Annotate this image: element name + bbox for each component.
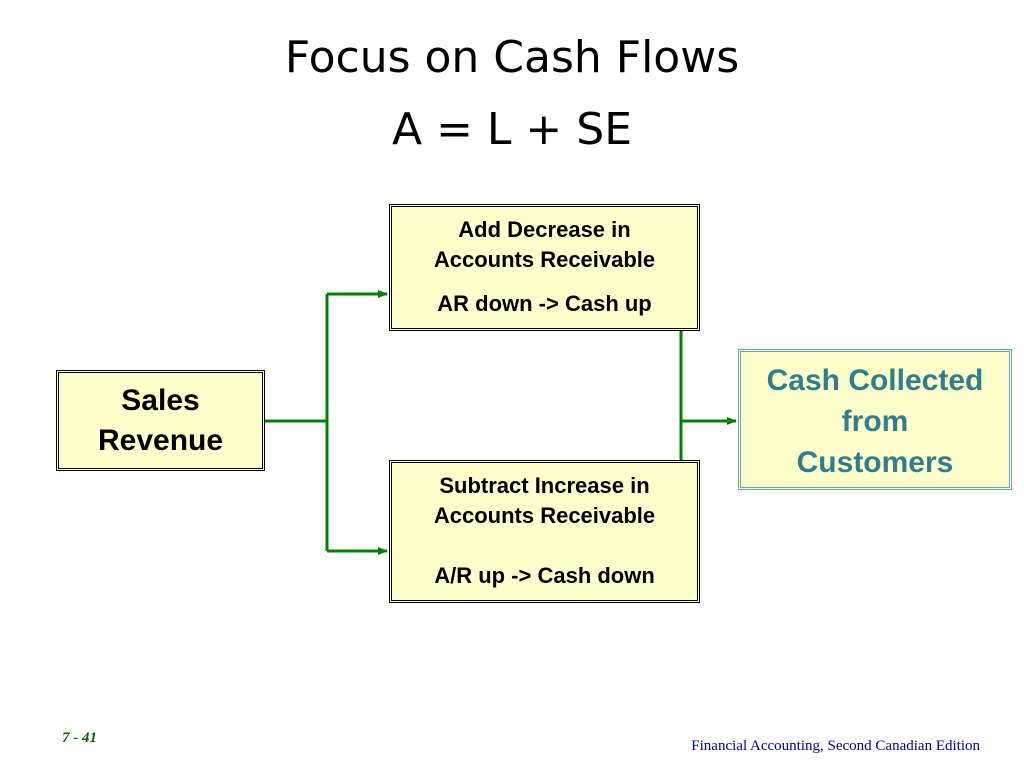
add-decrease-box: Add Decrease in Accounts Receivable AR d… — [389, 204, 700, 331]
slide-subtitle-equation: A = L + SE — [391, 104, 633, 155]
slide-title: Focus on Cash Flows — [284, 32, 740, 83]
slide-page-number: 7 - 41 — [62, 730, 97, 746]
cash-collected-box: Cash Collected from Customers — [738, 349, 1012, 490]
subtract-increase-line3: A/R up -> Cash down — [434, 563, 655, 588]
cash-collected-line2: from — [841, 405, 909, 438]
cash-collected-line3: Customers — [796, 446, 954, 479]
subtract-increase-line1: Subtract Increase in — [439, 473, 650, 498]
add-decrease-line2: Accounts Receivable — [433, 247, 656, 272]
sales-revenue-line1: Sales — [121, 384, 200, 417]
add-decrease-line1: Add Decrease in — [458, 217, 631, 242]
add-decrease-line3: AR down -> Cash up — [437, 291, 652, 316]
sales-revenue-line2: Revenue — [97, 424, 224, 457]
cash-collected-line1: Cash Collected — [766, 364, 984, 397]
footer-book-title: Financial Accounting, Second Canadian Ed… — [691, 738, 980, 754]
sales-revenue-box: Sales Revenue — [56, 370, 265, 471]
subtract-increase-box: Subtract Increase in Accounts Receivable… — [389, 460, 700, 603]
subtract-increase-line2: Accounts Receivable — [433, 503, 656, 528]
